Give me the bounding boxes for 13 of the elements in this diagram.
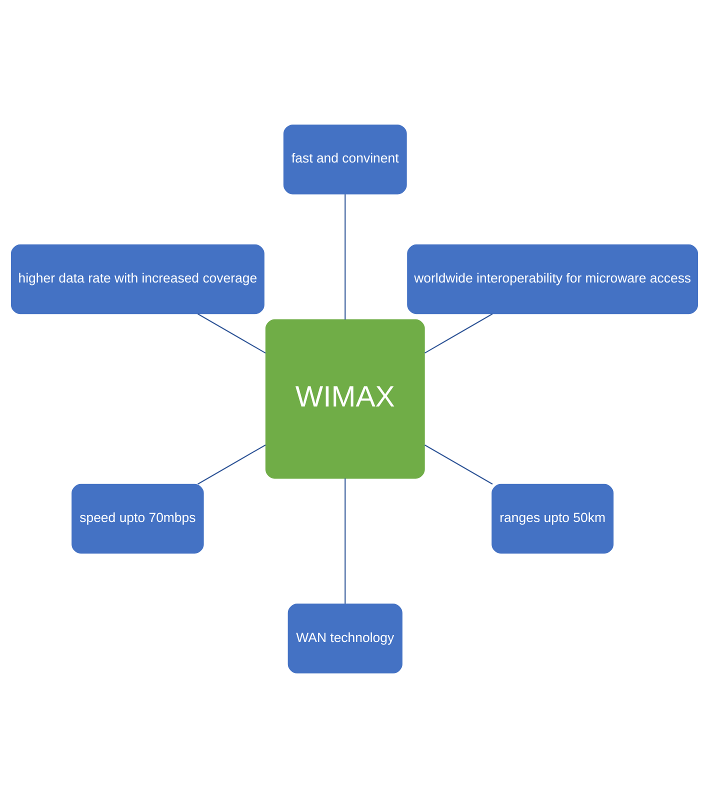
- node-box: speed upto 70mbps: [72, 484, 204, 554]
- connector: [344, 478, 346, 604]
- node-box: ranges upto 50km: [492, 484, 614, 554]
- node-box: WAN technology: [288, 604, 402, 674]
- node-box: fast and convinent: [283, 124, 407, 194]
- node-box: higher data rate with increased coverage: [10, 244, 264, 314]
- connector: [344, 194, 346, 320]
- node-box: worldwide interoperability for microware access: [407, 244, 698, 314]
- connector: [197, 313, 266, 354]
- connector: [197, 444, 266, 485]
- connector: [424, 313, 493, 354]
- connector: [424, 444, 493, 485]
- node-box: WIMAX: [265, 319, 425, 479]
